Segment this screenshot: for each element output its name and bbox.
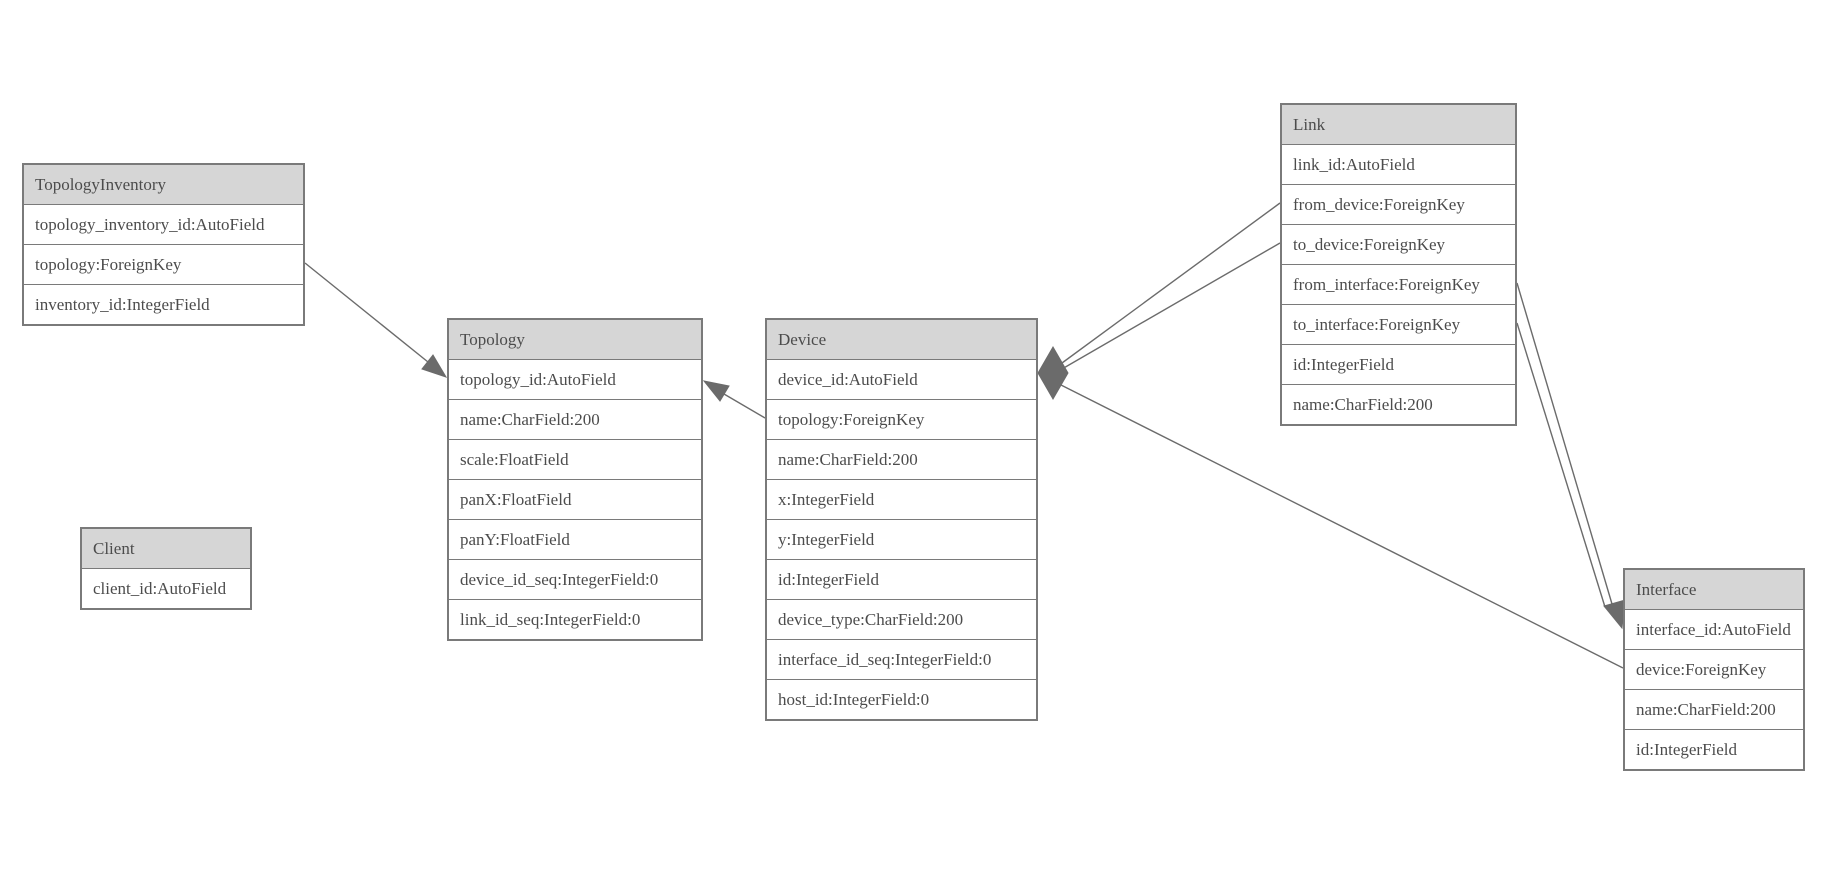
entity-link-title: Link [1282,105,1515,145]
field-row: from_interface:ForeignKey [1282,265,1515,305]
entity-topology-inventory-title: TopologyInventory [24,165,303,205]
relation-line-link-tointerface-interface [1516,322,1606,608]
field-row: scale:FloatField [449,440,701,480]
entity-topology-title: Topology [449,320,701,360]
field-row: y:IntegerField [767,520,1036,560]
field-row: inventory_id:IntegerField [24,285,303,324]
entity-device: Device device_id:AutoField topology:Fore… [765,318,1038,721]
field-row: interface_id:AutoField [1625,610,1803,650]
field-row: device_id_seq:IntegerField:0 [449,560,701,600]
field-row: from_device:ForeignKey [1282,185,1515,225]
entity-client-title: Client [82,529,250,569]
relation-line-link-frominterface-interface [1516,282,1613,605]
field-row: device:ForeignKey [1625,650,1803,690]
field-row: panX:FloatField [449,480,701,520]
arrowhead-device-topology [702,380,730,402]
field-row: topology_inventory_id:AutoField [24,205,303,245]
entity-interface-title: Interface [1625,570,1803,610]
entity-device-title: Device [767,320,1036,360]
field-row: topology:ForeignKey [767,400,1036,440]
field-row: host_id:IntegerField:0 [767,680,1036,719]
field-row: name:CharField:200 [1625,690,1803,730]
field-row: id:IntegerField [1282,345,1515,385]
field-row: topology:ForeignKey [24,245,303,285]
arrowhead-device-deviceid [1037,345,1069,401]
field-row: interface_id_seq:IntegerField:0 [767,640,1036,680]
field-row: panY:FloatField [449,520,701,560]
relation-line-link-fromdevice-device [1061,202,1281,364]
entity-topology: Topology topology_id:AutoField name:Char… [447,318,703,641]
field-row: topology_id:AutoField [449,360,701,400]
arrowhead-interface-interfaceid [1603,599,1626,630]
field-row: device_type:CharField:200 [767,600,1036,640]
field-row: name:CharField:200 [767,440,1036,480]
field-row: name:CharField:200 [1282,385,1515,424]
field-row: to_device:ForeignKey [1282,225,1515,265]
entity-link: Link link_id:AutoField from_device:Forei… [1280,103,1517,426]
entity-interface: Interface interface_id:AutoField device:… [1623,568,1805,771]
field-row: id:IntegerField [1625,730,1803,769]
field-row: client_id:AutoField [82,569,250,608]
relation-line-device-topology [723,393,766,419]
entity-client: Client client_id:AutoField [80,527,252,610]
relation-line-link-todevice-device [1061,242,1281,370]
field-row: to_interface:ForeignKey [1282,305,1515,345]
field-row: name:CharField:200 [449,400,701,440]
relation-line-topologyinventory-topology [304,262,429,363]
field-row: x:IntegerField [767,480,1036,520]
field-row: device_id:AutoField [767,360,1036,400]
field-row: link_id_seq:IntegerField:0 [449,600,701,639]
arrowhead-topologyinventory-topology [421,354,448,378]
field-row: id:IntegerField [767,560,1036,600]
field-row: link_id:AutoField [1282,145,1515,185]
entity-topology-inventory: TopologyInventory topology_inventory_id:… [22,163,305,326]
relation-line-interface-device [1060,384,1624,669]
